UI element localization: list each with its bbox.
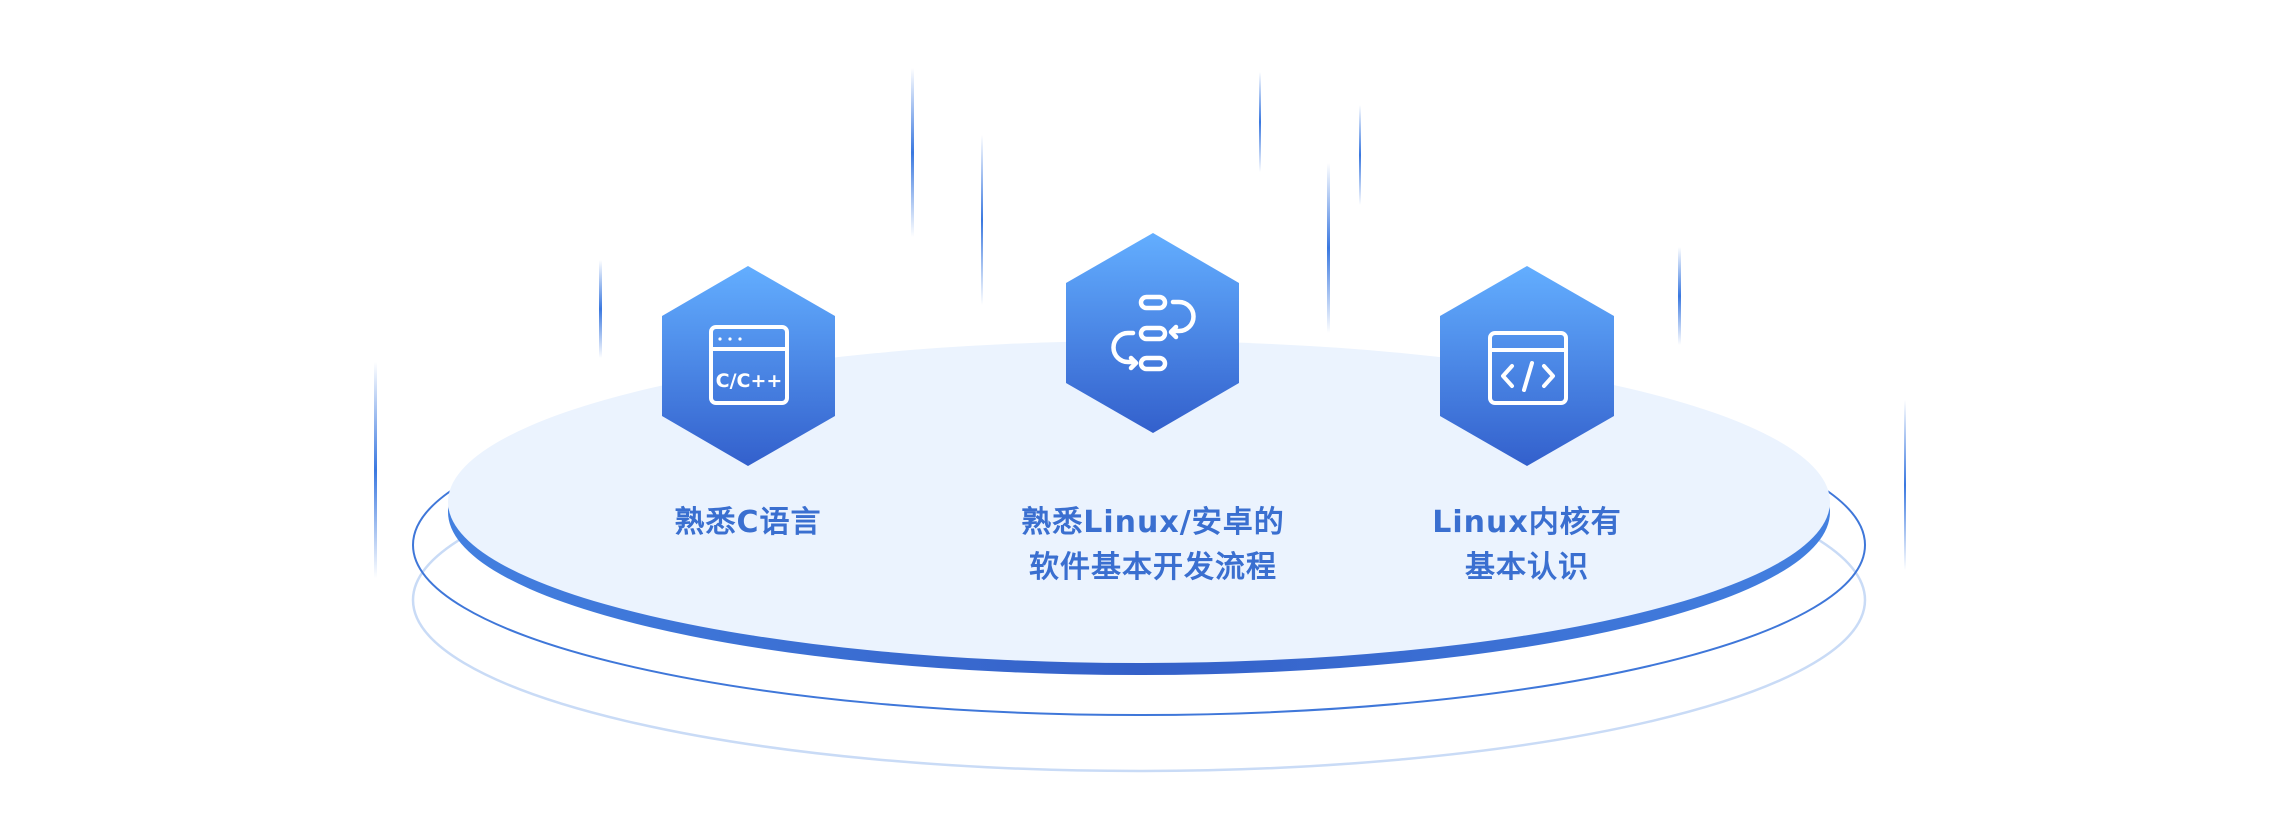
- light-beam: [1359, 105, 1361, 205]
- light-beam: [911, 68, 914, 237]
- skill-card-linux-android: [1066, 233, 1239, 433]
- hexagon-badge: [1440, 266, 1614, 466]
- light-beam: [981, 135, 983, 305]
- light-beam: [1327, 163, 1330, 333]
- skill-label-linux-kernel: Linux内核有 基本认识: [1377, 500, 1677, 590]
- skill-label-line: 软件基本开发流程: [1029, 550, 1277, 585]
- hexagon-badge: [662, 266, 835, 466]
- light-beam: [374, 362, 377, 578]
- skill-card-c: C/C++: [662, 266, 835, 466]
- light-beam: [1678, 247, 1681, 345]
- light-beams: [374, 68, 1906, 578]
- code-window-icon: [1488, 331, 1568, 405]
- skill-label-line: Linux内核有: [1432, 505, 1622, 540]
- skill-card-linux-kernel: [1440, 266, 1614, 466]
- icon-text: C/C++: [716, 370, 783, 392]
- skill-label-c: 熟悉C语言: [598, 500, 898, 545]
- skill-label-line: 熟悉Linux/安卓的: [1021, 505, 1285, 540]
- skill-label-line: 基本认识: [1465, 550, 1589, 585]
- light-beam: [1904, 400, 1906, 570]
- hexagon-badge: [1066, 233, 1239, 433]
- skill-label-linux-android: 熟悉Linux/安卓的 软件基本开发流程: [1003, 500, 1303, 590]
- skill-label-line: 熟悉C语言: [674, 505, 822, 540]
- light-beam: [1259, 72, 1261, 172]
- workflow-cycle-icon: [1111, 294, 1196, 372]
- c-cpp-window-icon: C/C++: [709, 325, 789, 405]
- light-beam: [599, 260, 602, 358]
